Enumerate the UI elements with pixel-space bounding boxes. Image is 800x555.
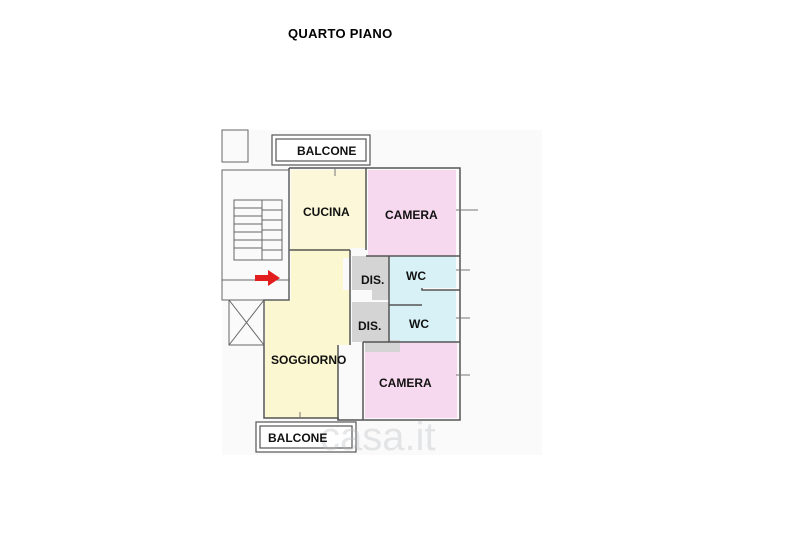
room-dis-bottom [352, 302, 400, 352]
room-soggiorno [265, 248, 350, 418]
window-marks [299, 168, 478, 418]
label-camera-top: CAMERA [385, 208, 438, 222]
label-dis-bottom: DIS. [358, 319, 381, 333]
walls [263, 167, 461, 421]
stair-block [221, 129, 290, 346]
label-dis-top: DIS. [361, 273, 384, 287]
entrance-arrow-icon [255, 270, 280, 286]
label-cucina: CUCINA [303, 205, 350, 219]
label-camera-bottom: CAMERA [379, 376, 432, 390]
floor-title: QUARTO PIANO [288, 26, 393, 41]
room-cucina [291, 170, 366, 248]
label-wc-top: WC [406, 269, 426, 283]
room-camera-top [368, 170, 456, 256]
watermark-text: casa.it [320, 415, 436, 459]
room-wc-bottom [389, 290, 456, 342]
room-camera-bottom [365, 342, 457, 418]
label-wc-bottom: WC [409, 317, 429, 331]
balcony-bottom [255, 421, 357, 453]
label-balcony-top: BALCONE [297, 144, 356, 158]
label-balcony-bottom: BALCONE [268, 431, 327, 445]
balcony-top [271, 134, 371, 166]
room-dis-top [352, 256, 389, 300]
label-soggiorno: SOGGIORNO [271, 353, 346, 367]
